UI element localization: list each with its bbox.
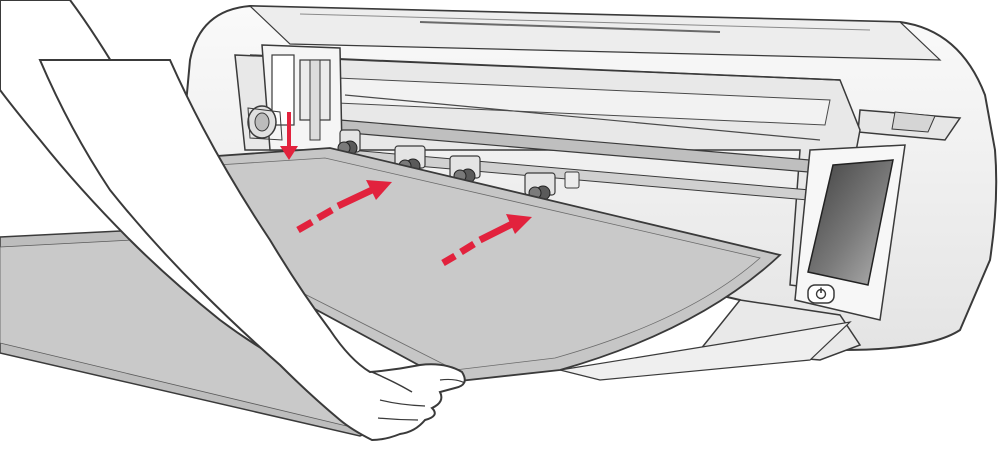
- load-direction-arrows: [280, 112, 532, 267]
- arrow-right-icon: [441, 214, 532, 267]
- cutting-machine: [178, 4, 998, 381]
- tool-carriage: [247, 44, 343, 151]
- touch-screen[interactable]: [807, 159, 894, 286]
- cutting-mat: [149, 147, 782, 383]
- power-button[interactable]: [807, 284, 835, 304]
- arrow-down-icon: [280, 112, 298, 160]
- power-icon: [815, 287, 827, 300]
- right-hand: [38, 59, 466, 442]
- arrow-right-icon: [296, 180, 392, 234]
